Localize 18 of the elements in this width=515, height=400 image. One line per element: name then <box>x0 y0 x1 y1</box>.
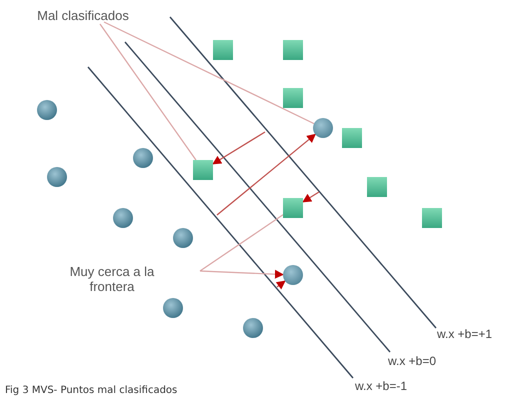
annotation-text: Mal clasificados <box>28 8 138 23</box>
square-data-point <box>283 198 303 218</box>
arrow <box>216 134 316 216</box>
leader-line <box>104 21 314 124</box>
hyperplane-label: w.x +b=0 <box>388 354 436 368</box>
annotation-text: Muy cerca a la frontera <box>62 264 162 294</box>
circle-data-point <box>313 118 333 138</box>
hyperplane-label: w.x +b=+1 <box>437 327 492 341</box>
figure-caption: Fig 3 MVS- Puntos mal clasificados <box>5 385 178 396</box>
circle-data-point <box>283 265 303 285</box>
arrow <box>276 280 286 290</box>
arrow <box>200 270 284 279</box>
hyperplane-label: w.x +b=-1 <box>355 379 408 393</box>
leader-line <box>200 214 284 272</box>
square-data-point <box>193 160 213 180</box>
arrow <box>302 191 320 202</box>
leader-line <box>100 24 196 160</box>
arrow <box>212 131 266 164</box>
